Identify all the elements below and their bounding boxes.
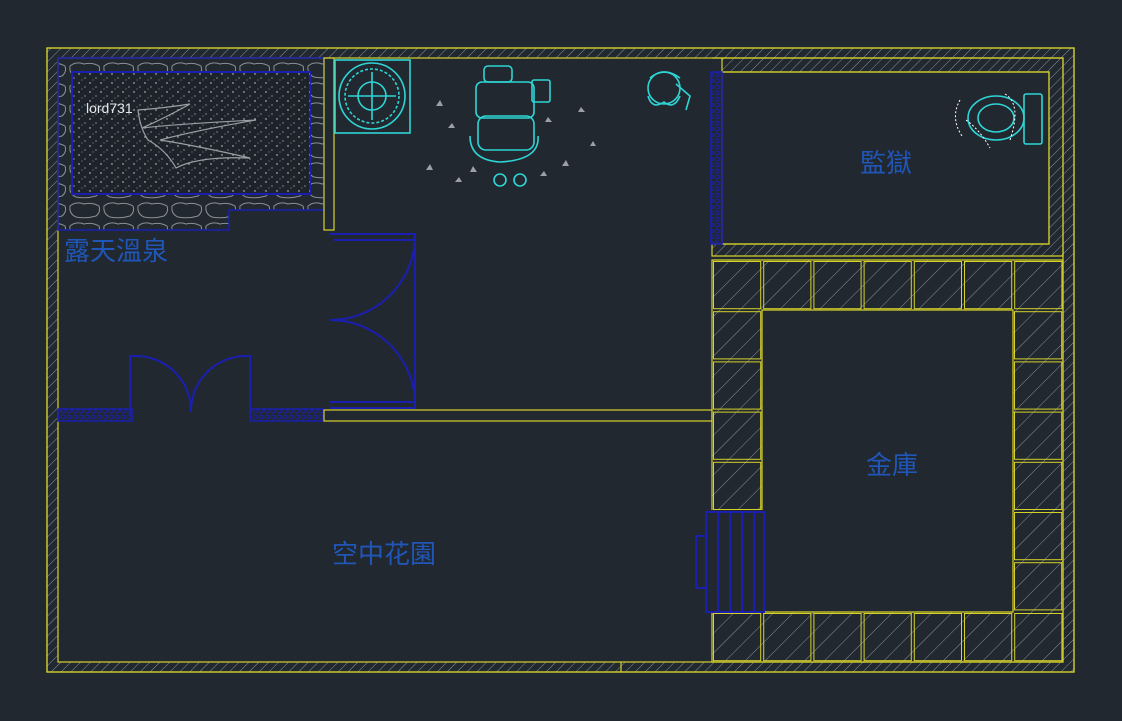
person-figure-icon (647, 71, 691, 111)
hot-spring-area: lord731 (57, 57, 325, 231)
vault-tile (713, 361, 762, 410)
vault-tile (1014, 311, 1063, 360)
hot-spring-label: 露天溫泉 (64, 237, 168, 267)
vault-tile (1014, 562, 1063, 611)
vault-tile (1014, 512, 1063, 561)
vault-tile (913, 261, 962, 310)
vault-tile (713, 461, 762, 510)
vault-label: 金庫 (866, 451, 918, 481)
vault-tile (1014, 613, 1063, 662)
chair-figure-icon (469, 65, 551, 187)
vault-tile (713, 311, 762, 360)
prison-label: 監獄 (860, 149, 912, 179)
prison-bars (710, 71, 723, 245)
vault-tile (964, 613, 1013, 662)
vault-tile (863, 261, 912, 310)
vault-door (695, 511, 765, 613)
vault-tile (1014, 461, 1063, 510)
scattered-debris (426, 100, 596, 182)
sky-garden-label: 空中花園 (332, 540, 436, 570)
vault-tile (713, 411, 762, 460)
partition-wall-vertical (323, 57, 335, 231)
round-table-icon (334, 59, 411, 134)
vault-tile (713, 613, 762, 662)
vault-tile (763, 261, 812, 310)
vault-tile (813, 261, 862, 310)
vault-room (695, 259, 1064, 663)
tree-symbol (137, 103, 257, 169)
vault-tile (964, 261, 1013, 310)
signature-label: lord731 (86, 100, 133, 116)
vault-tile (763, 613, 812, 662)
prison-room (710, 57, 1064, 257)
vault-tile (813, 613, 862, 662)
vault-tile (863, 613, 912, 662)
vault-tile (713, 261, 762, 310)
vault-tile (1014, 261, 1063, 310)
vault-tiles (713, 261, 1063, 662)
toilet-icon (955, 93, 1043, 149)
partition-wall-horizontal (57, 355, 713, 422)
vault-tile (913, 613, 962, 662)
vault-tile (1014, 361, 1063, 410)
vault-tile (1014, 411, 1063, 460)
double-door-east (329, 233, 416, 409)
